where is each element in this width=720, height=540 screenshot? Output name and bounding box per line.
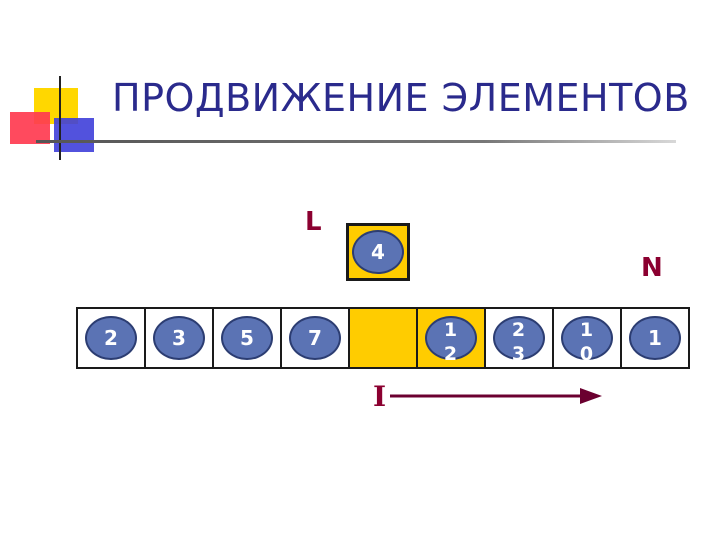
- array-cell: 23: [486, 309, 554, 367]
- array-cell: 10: [554, 309, 622, 367]
- array-cell: 2: [78, 309, 146, 367]
- element-ball: 12: [425, 316, 477, 365]
- array-cell: 7: [282, 309, 350, 367]
- element-ball: 7: [289, 316, 341, 360]
- element-ball: 3: [153, 316, 205, 360]
- element-ball: 10: [561, 316, 613, 365]
- held-element-ball: 4: [352, 230, 404, 274]
- array-cell: 5: [214, 309, 282, 367]
- page-title: ПРОДВИЖЕНИЕ ЭЛЕМЕНТОВ: [112, 76, 690, 120]
- label-n: N: [641, 253, 663, 283]
- decorative-logo: [10, 76, 100, 160]
- label-i: I: [373, 380, 387, 413]
- element-ball: 1: [629, 316, 681, 360]
- array-cell: 12: [418, 309, 486, 367]
- array-cell: 3: [146, 309, 214, 367]
- element-ball: 23: [493, 316, 545, 365]
- arrow-right-icon: [390, 388, 602, 404]
- element-ball: 2: [85, 316, 137, 360]
- array-cell: 1: [622, 309, 688, 367]
- held-element-box: 4: [346, 223, 410, 281]
- title-underline: [36, 140, 676, 143]
- label-l: L: [305, 207, 322, 237]
- element-ball: 5: [221, 316, 273, 360]
- array-cell: [350, 309, 418, 367]
